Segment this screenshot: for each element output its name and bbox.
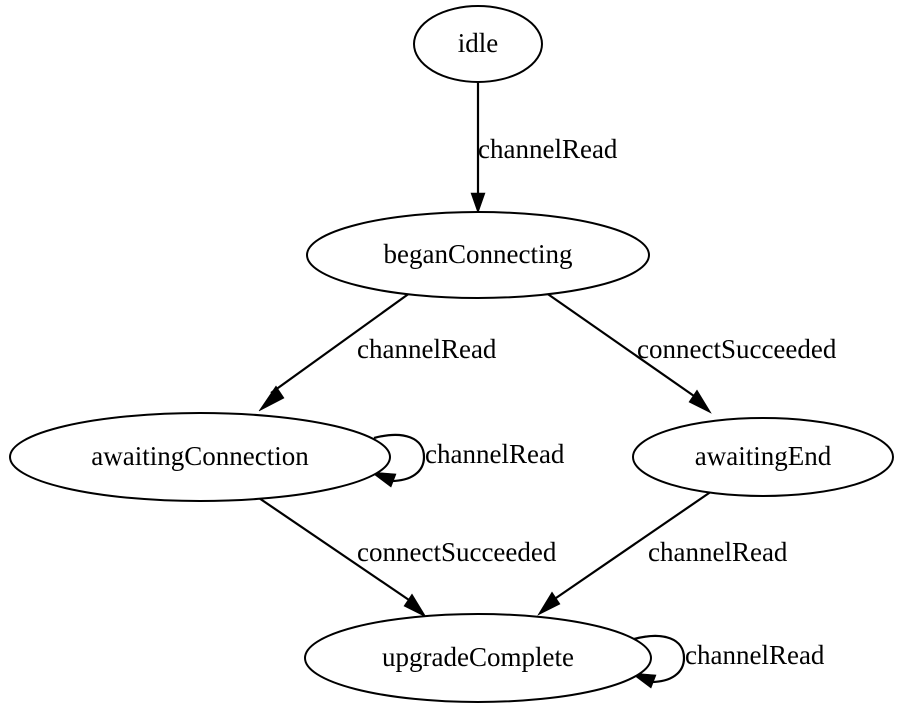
node-label: upgradeComplete <box>382 642 574 672</box>
edge-awaitingConnection-self-loop: channelRead <box>369 433 565 488</box>
node-label: idle <box>458 28 499 58</box>
edge-label: channelRead <box>685 640 825 670</box>
edge-line <box>255 495 410 601</box>
edge-label: connectSucceeded <box>637 334 837 364</box>
arrow-head-icon <box>629 672 657 689</box>
edge-beganConnecting-to-awaitingEnd: connectSucceeded <box>541 289 837 414</box>
edge-beganConnecting-to-awaitingConnection: channelRead <box>258 289 497 412</box>
arrow-head-icon <box>470 192 486 214</box>
edge-label: channelRead <box>648 537 788 567</box>
edge-awaitingConnection-to-upgradeComplete: connectSucceeded <box>255 495 557 618</box>
edge-line <box>541 289 695 397</box>
node-shape[interactable] <box>632 417 894 497</box>
arrow-head-icon <box>258 385 285 412</box>
edge-label: channelRead <box>478 134 618 164</box>
node-shape[interactable] <box>9 412 391 502</box>
edge-line <box>555 490 713 599</box>
arrow-head-icon <box>369 471 397 488</box>
node-upgradeComplete[interactable]: upgradeComplete <box>304 613 652 703</box>
node-awaitingConnection[interactable]: awaitingConnection <box>9 412 391 502</box>
edge-idle-to-beganConnecting: channelRead <box>470 83 618 214</box>
edge-label: channelRead <box>357 334 497 364</box>
edge-label: channelRead <box>425 439 565 469</box>
arrow-head-icon <box>688 389 712 414</box>
edge-awaitingEnd-to-upgradeComplete: channelRead <box>537 490 788 616</box>
node-shape[interactable] <box>304 613 652 703</box>
edge-upgradeComplete-self-loop: channelRead <box>629 634 825 689</box>
edge-line <box>270 289 415 394</box>
node-shape[interactable] <box>306 211 650 299</box>
node-idle[interactable]: idle <box>413 5 543 83</box>
node-label: beganConnecting <box>384 239 573 269</box>
node-label: awaitingEnd <box>695 441 832 471</box>
edge-loop-line <box>633 634 686 684</box>
node-shape[interactable] <box>413 5 543 83</box>
arrow-head-icon <box>537 591 561 616</box>
node-awaitingEnd[interactable]: awaitingEnd <box>632 417 894 497</box>
arrow-head-icon <box>403 593 427 618</box>
node-label: awaitingConnection <box>91 441 309 471</box>
edge-loop-line <box>373 433 426 483</box>
edge-label: connectSucceeded <box>357 537 557 567</box>
node-beganConnecting[interactable]: beganConnecting <box>306 211 650 299</box>
